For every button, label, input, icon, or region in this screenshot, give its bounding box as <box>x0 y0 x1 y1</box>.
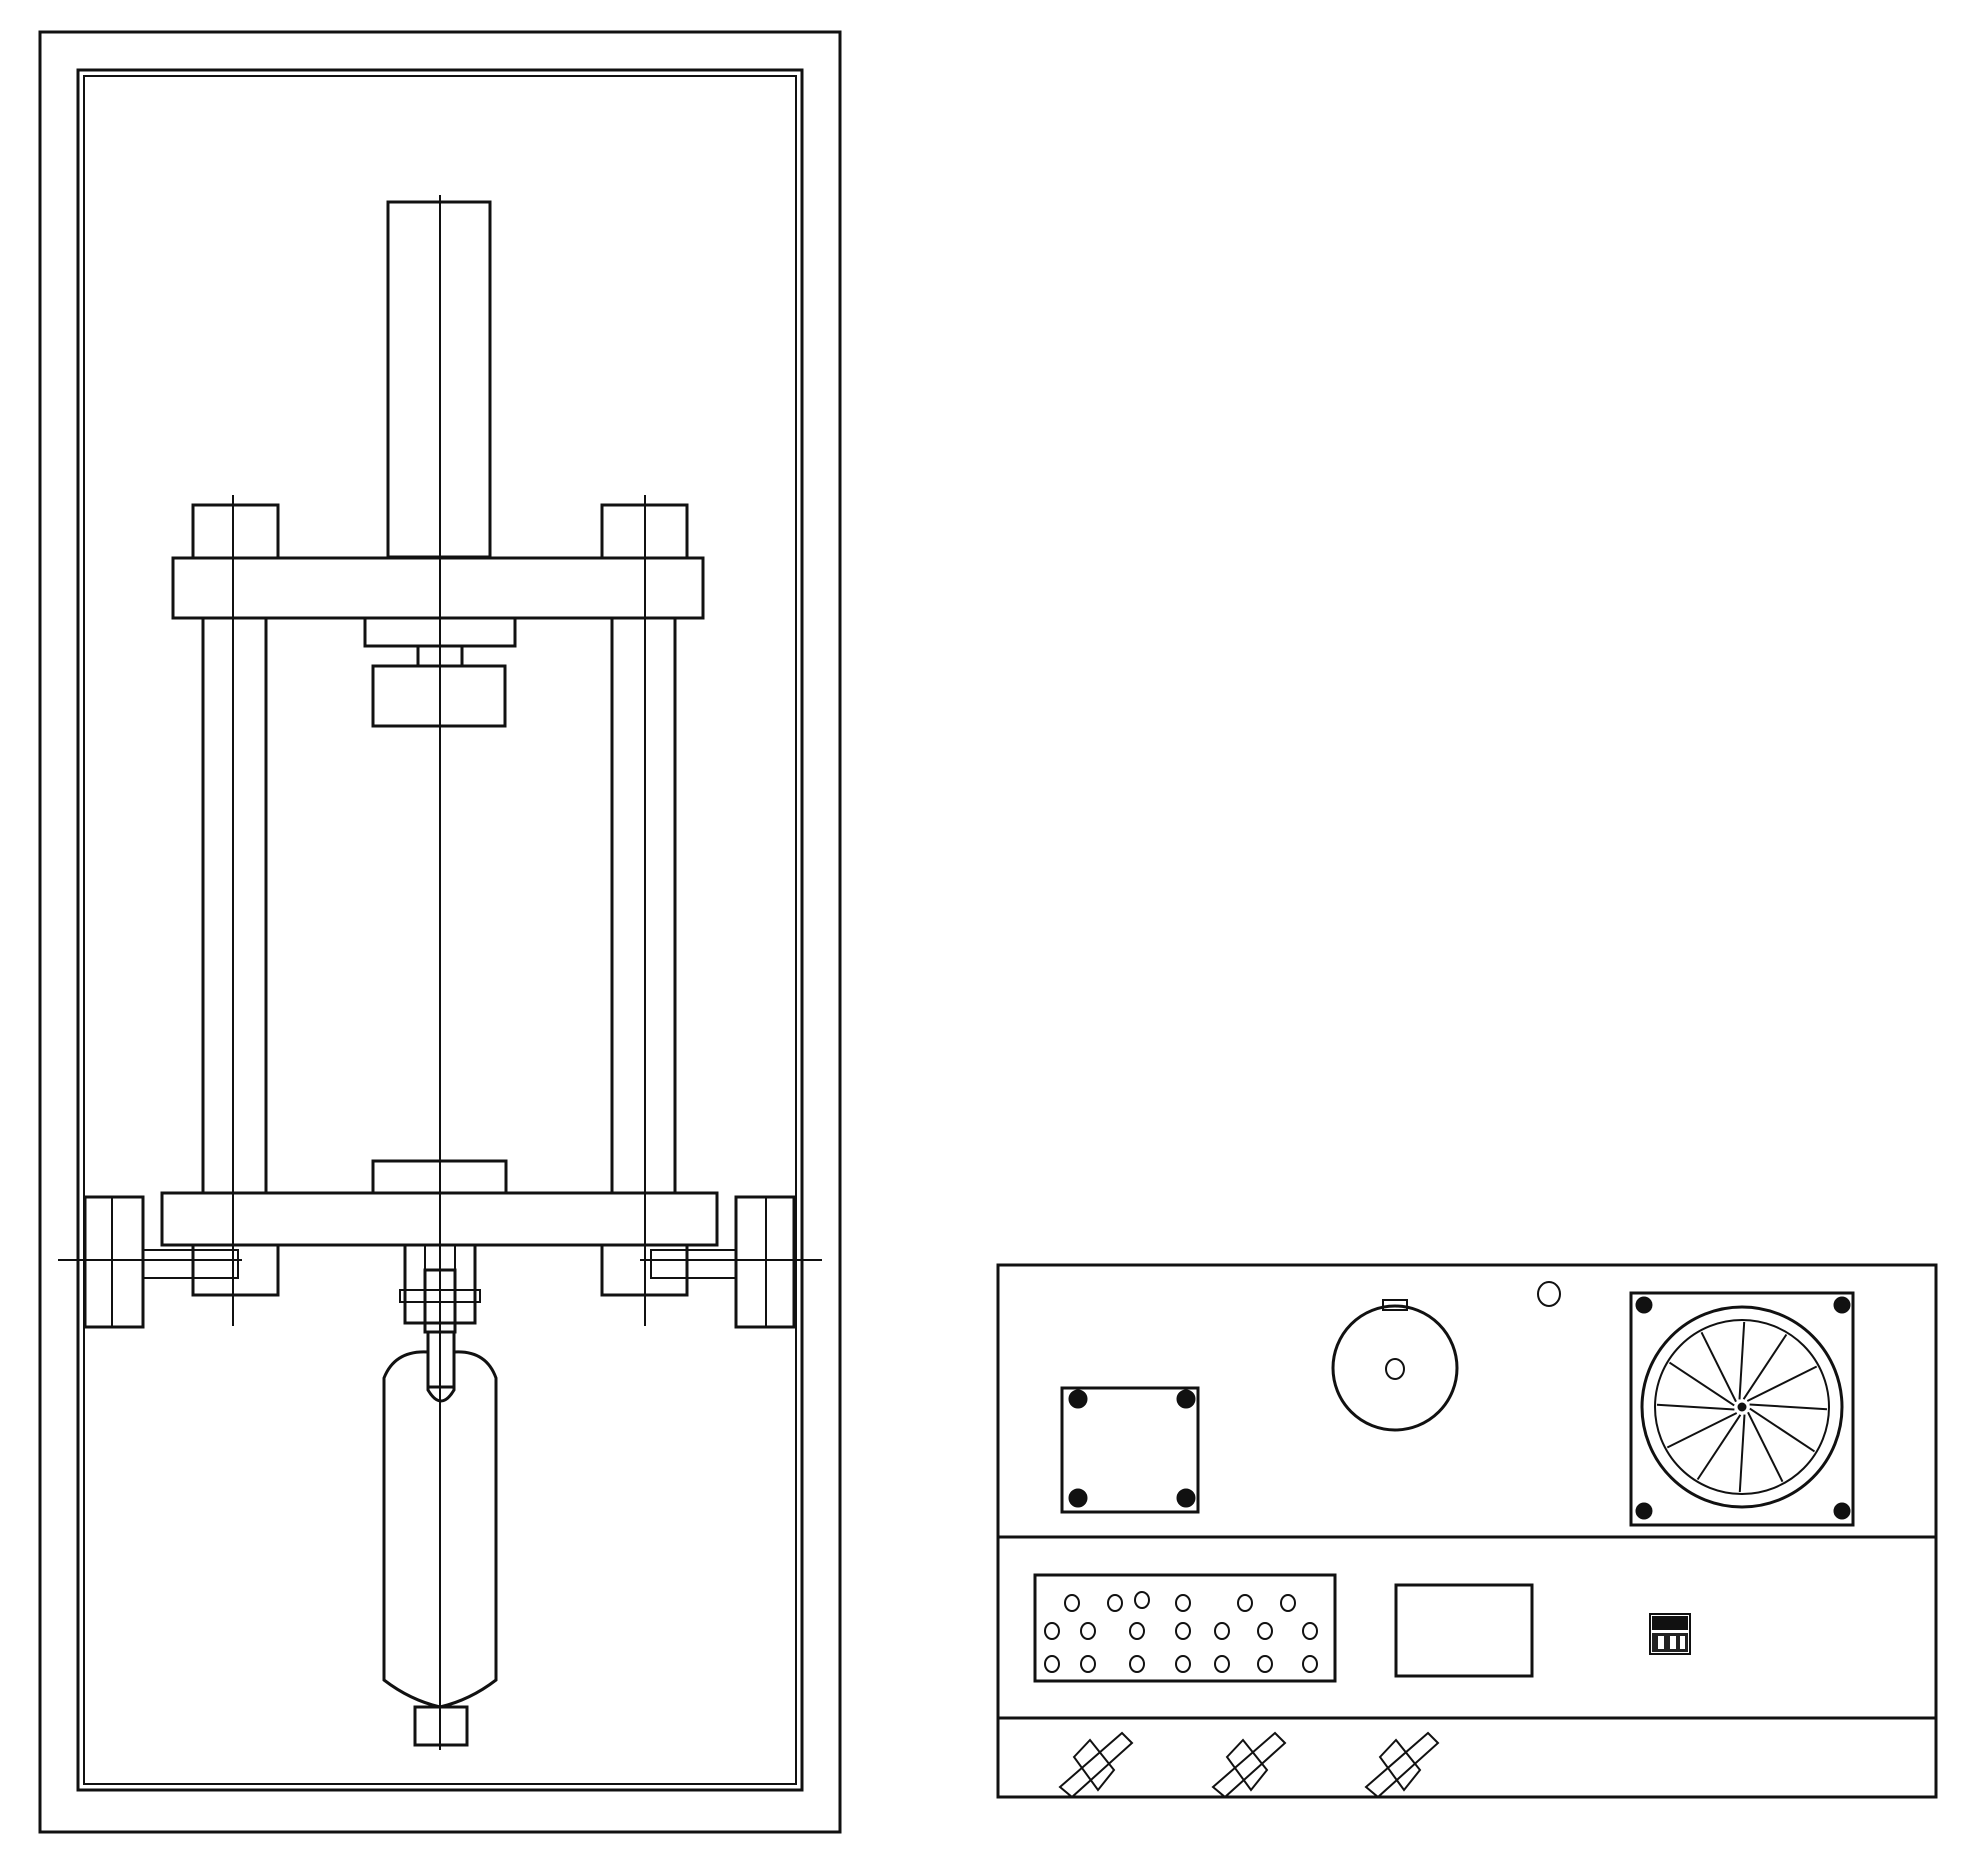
mounting-plate-body <box>1060 1386 1200 1514</box>
terminal-hole <box>1257 1655 1273 1673</box>
upper-bolt-block-left <box>191 503 280 560</box>
fan-blade <box>1749 1407 1816 1453</box>
terminal-hole <box>1175 1655 1191 1673</box>
terminal-hole <box>1129 1655 1145 1673</box>
terminal-hole <box>1214 1622 1230 1640</box>
fan-blade <box>1696 1414 1742 1481</box>
fan-blade <box>1656 1403 1735 1411</box>
fan-blade <box>1742 1333 1788 1400</box>
switch-slot <box>1680 1636 1685 1649</box>
terminal-hole <box>1257 1622 1273 1640</box>
actuator-cylinder <box>382 1350 498 1709</box>
handle-icon[interactable] <box>1058 1731 1134 1799</box>
terminal-block-body <box>1033 1573 1337 1683</box>
screw-icon <box>1068 1389 1088 1409</box>
screw-icon <box>1176 1389 1196 1409</box>
handle-lever <box>1058 1731 1134 1799</box>
mounting-plate <box>1060 1386 1200 1514</box>
left-side-shaft <box>142 1249 239 1279</box>
display-window <box>1394 1583 1534 1678</box>
fan-blade <box>1749 1403 1828 1411</box>
fan-blade <box>1747 1411 1784 1483</box>
terminal-hole <box>1134 1591 1150 1609</box>
terminal-hole <box>1280 1594 1296 1612</box>
fan-hub <box>1737 1402 1747 1412</box>
terminal-hole <box>1302 1622 1318 1640</box>
testing-machine <box>38 30 842 1834</box>
fan-blade <box>1738 1414 1746 1493</box>
terminal-hole <box>1175 1622 1191 1640</box>
lower-bolt-block-right <box>600 1243 689 1297</box>
fan-housing <box>1629 1291 1855 1527</box>
indicator-light-icon <box>1537 1281 1561 1307</box>
control-panel <box>996 1263 1938 1799</box>
switch-slot <box>1658 1636 1664 1649</box>
fan-blade <box>1746 1365 1818 1402</box>
terminal-hole <box>1107 1594 1123 1612</box>
fan-screw-icon <box>1833 1502 1851 1520</box>
handle-hub <box>1378 1738 1422 1792</box>
fan-blade <box>1738 1321 1746 1400</box>
lower-bolt-block-left <box>191 1243 280 1297</box>
terminal-hole <box>1044 1655 1060 1673</box>
terminal-block-icon <box>1033 1573 1337 1683</box>
terminal-hole <box>1080 1622 1096 1640</box>
round-dial-icon[interactable] <box>1331 1299 1459 1432</box>
handle-lever <box>1211 1731 1287 1799</box>
terminal-hole <box>1064 1594 1080 1612</box>
cooling-fan-icon <box>1629 1291 1855 1527</box>
fan-screw-icon <box>1635 1296 1653 1314</box>
fan-blade <box>1700 1331 1737 1403</box>
switch-top-band <box>1652 1616 1688 1630</box>
upper-crossbeam <box>171 556 705 620</box>
terminal-hole <box>1175 1594 1191 1612</box>
inner-frame <box>76 68 804 1792</box>
terminal-hole <box>1214 1655 1230 1673</box>
left-side-wheel <box>83 1195 145 1329</box>
fan-inner-ring <box>1654 1319 1830 1495</box>
right-guide-rod-outer <box>610 616 677 1195</box>
left-guide-rod-outer <box>201 616 268 1195</box>
screw-icon <box>1068 1488 1088 1508</box>
terminal-hole <box>1080 1655 1096 1673</box>
handle-hub <box>1072 1738 1116 1792</box>
terminal-holes <box>1044 1591 1318 1673</box>
right-side-shaft <box>650 1249 737 1279</box>
handle-icon[interactable] <box>1211 1731 1287 1799</box>
inner-frame-shadow <box>83 75 797 1785</box>
fan-blades <box>1656 1321 1828 1493</box>
control-panel-housing <box>996 1263 1938 1799</box>
terminal-hole <box>1129 1622 1145 1640</box>
handles <box>1058 1731 1440 1799</box>
fan-blade <box>1668 1361 1735 1407</box>
small-switch-icon[interactable] <box>1649 1613 1691 1655</box>
dial-knob <box>1385 1358 1405 1380</box>
fan-screw-icon <box>1635 1502 1653 1520</box>
terminal-hole <box>1237 1594 1253 1612</box>
dial-tab <box>1382 1299 1408 1311</box>
handle-icon[interactable] <box>1364 1731 1440 1799</box>
terminal-hole <box>1044 1622 1060 1640</box>
fan-screw-icon <box>1833 1296 1851 1314</box>
dial-body <box>1331 1304 1459 1432</box>
handle-hub <box>1225 1738 1269 1792</box>
fan-blade <box>1666 1412 1738 1449</box>
fan-outer-ring <box>1640 1305 1844 1509</box>
screw-icon <box>1176 1488 1196 1508</box>
handle-lever <box>1364 1731 1440 1799</box>
terminal-hole <box>1302 1655 1318 1673</box>
outer-cabinet <box>38 30 842 1834</box>
switch-slot <box>1670 1636 1676 1649</box>
